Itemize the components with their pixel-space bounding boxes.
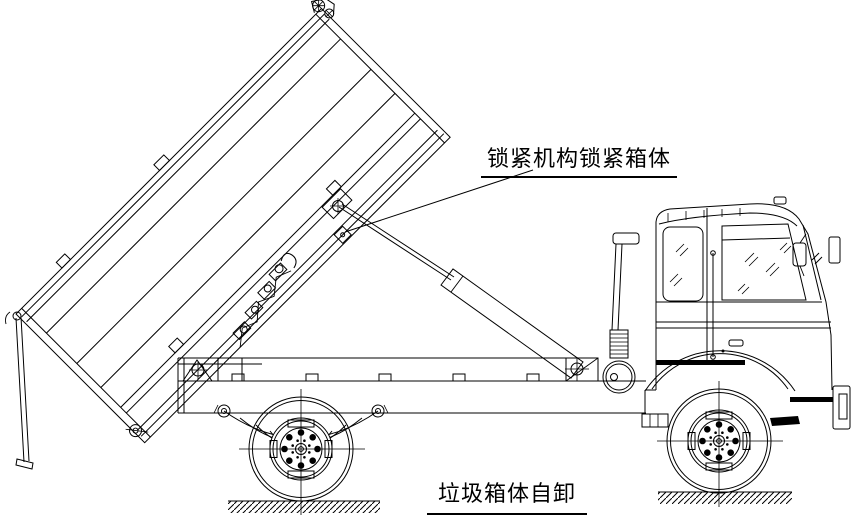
ground-rear bbox=[228, 500, 380, 513]
locking-latch bbox=[333, 225, 352, 244]
cab bbox=[641, 196, 841, 428]
front-corner-lamp bbox=[828, 236, 841, 264]
roof-marker bbox=[773, 196, 787, 205]
rear-side-window bbox=[662, 226, 704, 302]
rear-wheel bbox=[238, 388, 366, 516]
chassis-frame bbox=[177, 357, 646, 414]
cab-step bbox=[641, 413, 669, 428]
front-lower-strip bbox=[790, 397, 833, 402]
hydraulic-cylinder bbox=[330, 198, 599, 382]
lock-linkage bbox=[232, 252, 297, 348]
prop-rod bbox=[5, 311, 34, 470]
exhaust-stack bbox=[602, 232, 640, 394]
door-handle bbox=[728, 339, 744, 347]
roof-inner-line bbox=[658, 212, 798, 227]
front-fender bbox=[644, 350, 796, 392]
front-bumper bbox=[832, 385, 851, 430]
door-window bbox=[721, 223, 807, 301]
box-corner-roller bbox=[125, 424, 149, 438]
muffler bbox=[602, 360, 636, 394]
cylinder-upper-bracket bbox=[321, 188, 353, 220]
mud-flap bbox=[770, 416, 800, 426]
mirror bbox=[792, 242, 807, 267]
caption-label: 垃圾箱体自卸 bbox=[427, 476, 587, 515]
box-top-pulley bbox=[310, 0, 335, 19]
door-sill bbox=[656, 360, 745, 365]
leader-line bbox=[344, 169, 534, 233]
ground-front bbox=[658, 491, 792, 504]
lock-annotation-label: 锁紧机构锁紧箱体 bbox=[481, 141, 677, 178]
front-wheel bbox=[656, 380, 784, 508]
